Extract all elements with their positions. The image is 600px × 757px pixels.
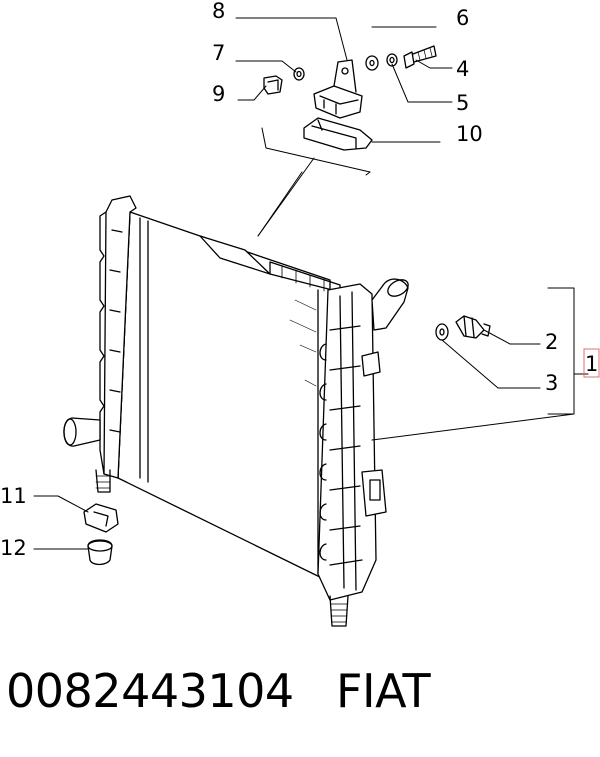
callout-11: 11 [0,484,27,508]
callout-4: 4 [456,57,469,81]
right-side-tank [317,278,409,627]
part-number: 0082443104 [6,664,294,718]
top-bracket-assembly [263,45,437,151]
mounting-rubber-and-bush [83,503,119,566]
callout-7: 7 [212,41,225,65]
brand-name: FIAT [336,664,431,718]
left-side-tank [63,195,137,493]
part-number-caption: 0082443104 FIAT [6,664,431,718]
radiator-core [117,211,341,583]
callout-10: 10 [456,122,483,146]
callout-9: 9 [212,82,225,106]
leader-lines [33,17,589,550]
callout-6: 6 [456,6,469,30]
callout-1-highlight-box [583,348,600,378]
callout-8: 8 [212,0,225,23]
callout-3: 3 [545,371,558,395]
callout-2: 2 [545,330,558,354]
radiator-exploded-diagram: 1 2 3 4 5 6 7 8 9 10 11 12 [0,0,600,627]
callout-12: 12 [0,536,27,560]
callout-1: 1 [585,352,598,376]
callout-5: 5 [456,91,469,115]
temperature-sensor-and-washer [435,315,491,341]
